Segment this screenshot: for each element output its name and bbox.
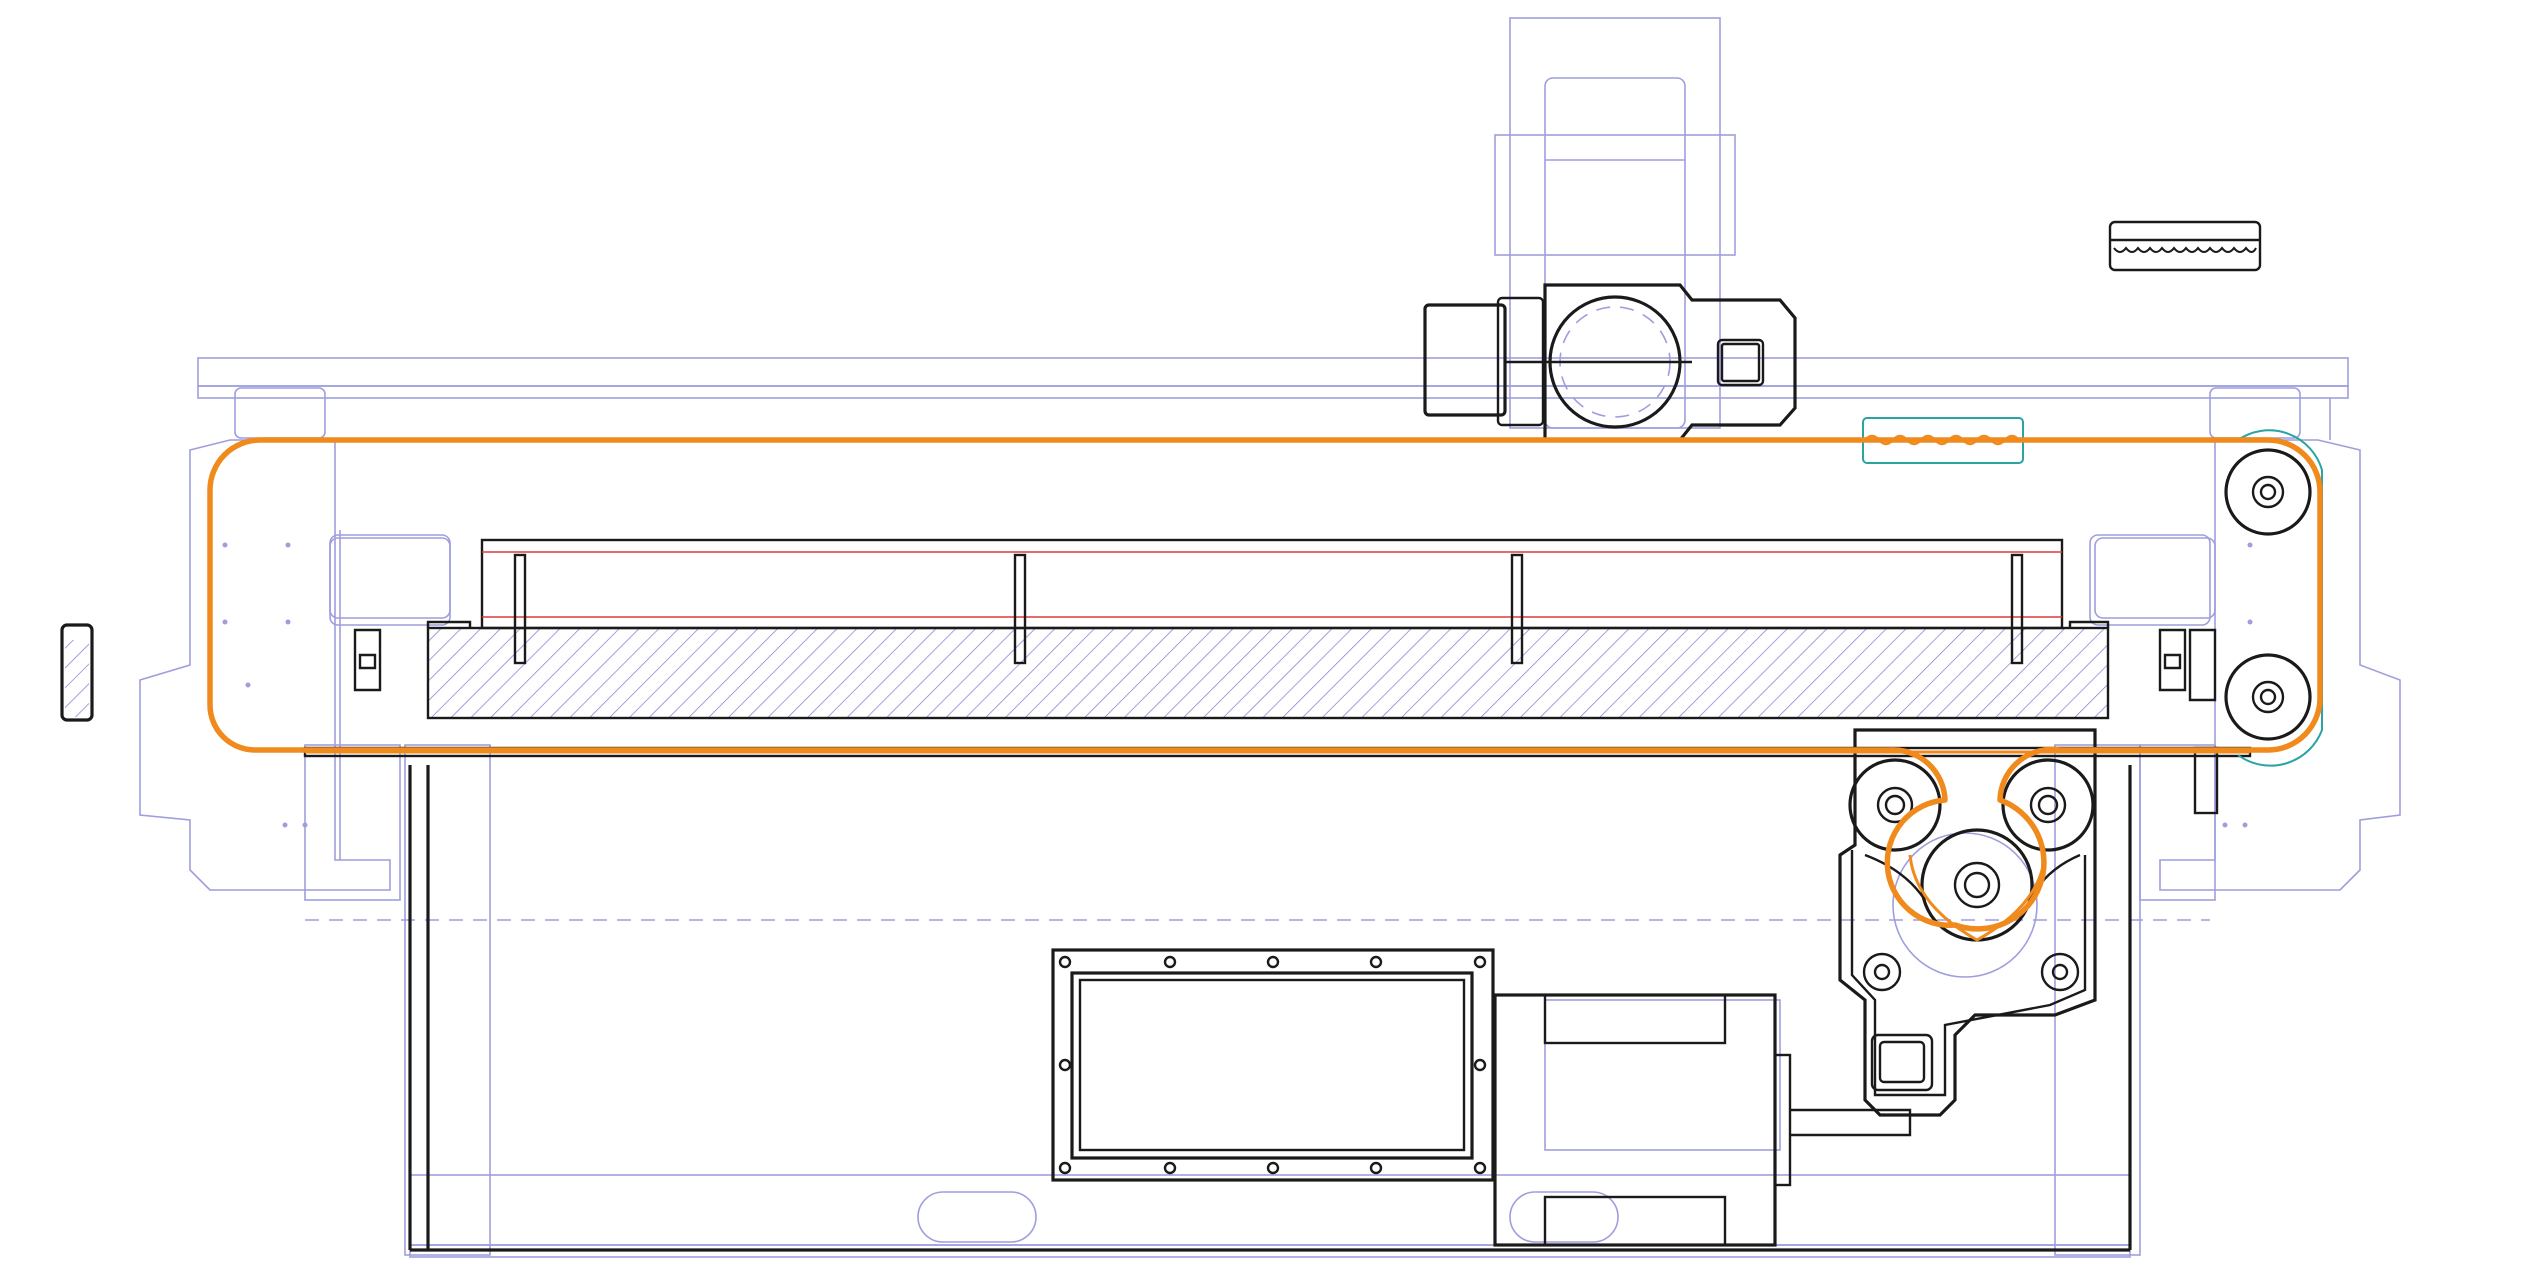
bearing-block-right: [2158, 628, 2187, 692]
base-slot-right: [1509, 1191, 1619, 1243]
access-panel-window-inner: [1078, 978, 1466, 1152]
key-part-hatch: [65, 640, 89, 717]
carriage-assembly: [1423, 283, 1797, 442]
left-leg: [404, 744, 491, 1256]
access-panel-screws: [1058, 955, 1487, 1175]
hatched-bed-plate: [426, 626, 2110, 720]
belt-path: [207, 437, 2323, 932]
belt-sample-teeth: [2113, 246, 2257, 253]
inner-panel-left: [329, 537, 451, 619]
top-rail-ghost: [197, 357, 2349, 387]
bracket-slot-inner: [1878, 1040, 1926, 1084]
carriage-motor-body: [1423, 303, 1507, 417]
base-slot-left: [917, 1191, 1037, 1243]
bed-uprights: [513, 553, 2024, 665]
bed-upright: [513, 553, 527, 665]
left-foot-block: [304, 744, 401, 901]
tensioner-bracket: [2188, 628, 2217, 702]
rail-end-block-left: [234, 387, 326, 439]
bed-right-lip: [2068, 620, 2110, 628]
key-part: [60, 623, 94, 722]
right-foot-block: [2139, 744, 2216, 901]
bracket-curve-left: [1864, 853, 1926, 901]
bracket-slot: [1870, 1033, 1934, 1092]
pulley-icon: [2224, 653, 2312, 741]
drive-motor: [1493, 993, 1912, 1247]
upper-bed-frame: [480, 538, 2064, 630]
carriage-ghost-outer: [1509, 17, 1721, 429]
access-panel-frame: [1051, 948, 1495, 1182]
motor-shaft-flange: [1773, 1053, 1792, 1187]
right-leg: [2054, 744, 2141, 1256]
end-rollers: [2224, 429, 2323, 767]
conveyor-bed: [303, 538, 2252, 758]
bed-upright: [1013, 553, 1027, 665]
bearing-block-right-inner: [2163, 653, 2182, 670]
drive-bracket-inner: [1850, 850, 2087, 1097]
left-plate-window: [329, 534, 451, 626]
base-rail-ghost: [409, 1174, 2131, 1246]
tensioner-rod: [2193, 746, 2219, 815]
bed-left-lip: [426, 620, 472, 628]
bed-upright: [1510, 553, 1524, 665]
timing-belt-sample: [2108, 220, 2262, 272]
carriage-block-inner: [1720, 342, 1761, 383]
side-plate-holes: [222, 542, 2323, 828]
motor-bottom-cap: [1543, 1195, 1727, 1247]
right-plate-window: [2089, 534, 2211, 626]
bearing-block-left-inner: [358, 653, 377, 670]
carriage-block: [1716, 338, 1765, 387]
lower-frame: [408, 765, 2132, 1252]
bracket-hole-left: [1862, 952, 1902, 992]
drive-bracket-plate: [1838, 728, 2097, 1117]
access-panel-window-outer: [1070, 971, 1474, 1160]
right-side-plate: [2159, 439, 2401, 891]
top-rail-ghost-lower: [197, 385, 2349, 399]
motor-housing: [1493, 993, 1777, 1247]
pulley-icon: [1848, 758, 1942, 852]
timing-belt-loop: [207, 437, 2323, 942]
bed-upright: [2010, 553, 2024, 665]
left-side-plate: [139, 439, 391, 891]
pulley-icon: [2001, 758, 2095, 852]
access-panel: [1051, 948, 1495, 1182]
key-part-outline: [60, 623, 94, 722]
drive-pulley-ghost: [1892, 832, 2038, 978]
carriage-ghost-block: [1494, 134, 1736, 256]
rail-end-block-right: [2209, 387, 2301, 439]
belt-wrap-drive: [1908, 854, 2047, 942]
bracket-hole-right: [2040, 952, 2080, 992]
timing-belt-profile-icon: [2108, 220, 2262, 272]
carriage-ghost-inner: [1544, 77, 1686, 429]
bearing-block-left: [353, 628, 382, 692]
motor-ghost: [1544, 999, 1781, 1151]
motor-shaft: [1790, 1108, 1912, 1137]
pulley-icon: [2224, 448, 2312, 536]
inner-panel-right: [2094, 537, 2216, 619]
drive-bracket: [1838, 728, 2097, 1117]
motor-top-cap: [1543, 993, 1727, 1045]
idler-pulleys: [1848, 758, 2095, 942]
